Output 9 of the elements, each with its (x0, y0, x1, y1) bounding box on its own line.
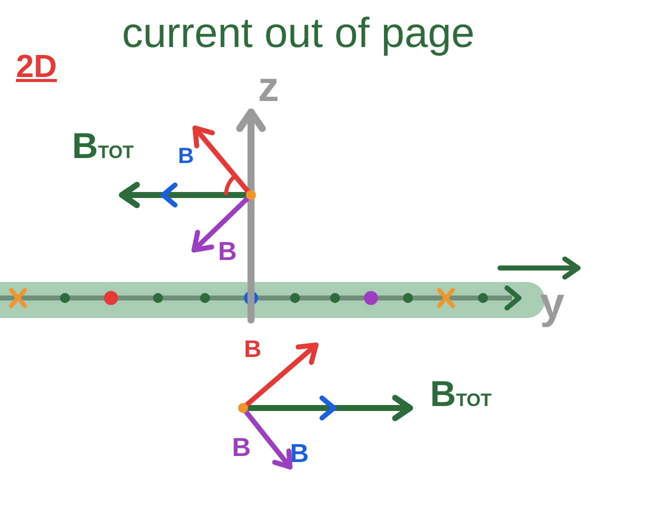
field-label: B (218, 238, 237, 264)
field-label: B (244, 338, 262, 362)
label-2d: 2D (16, 50, 57, 82)
field-label: B (232, 434, 251, 460)
field-label: B (178, 145, 194, 167)
axis-label: z (258, 66, 279, 108)
field-label: B (290, 440, 309, 466)
title: current out of page (122, 12, 475, 54)
axis-label: y (540, 282, 564, 326)
